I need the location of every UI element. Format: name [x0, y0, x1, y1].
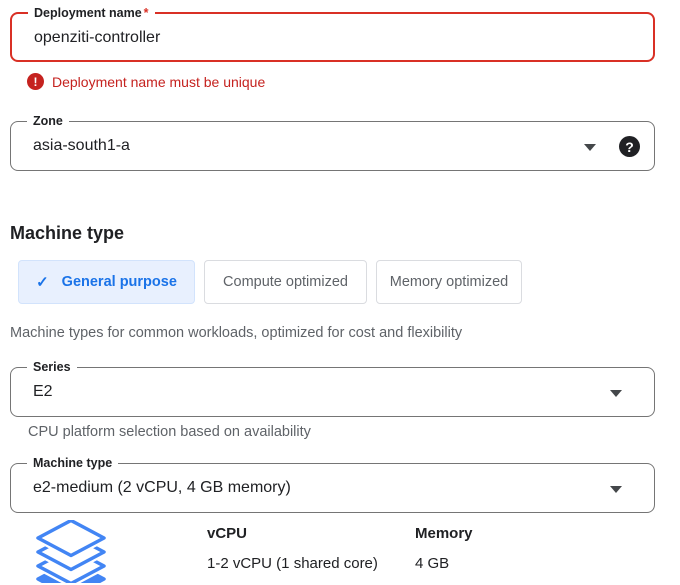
tab-label: Memory optimized [389, 274, 509, 290]
vcpu-column: vCPU 1-2 vCPU (1 shared core) [207, 520, 415, 583]
machine-type-label: Machine type [27, 455, 119, 471]
deployment-name-error: ! Deployment name must be unique [27, 73, 680, 90]
deployment-name-field[interactable]: Deployment name* [10, 5, 655, 62]
tab-compute-optimized[interactable]: Compute optimized [204, 260, 367, 304]
series-label: Series [27, 359, 77, 375]
error-icon: ! [27, 73, 44, 90]
machine-type-section-title: Machine type [10, 223, 125, 243]
tab-label: General purpose [61, 274, 177, 290]
machine-type-select[interactable]: Machine type e2-medium (2 vCPU, 4 GB mem… [10, 455, 655, 513]
required-asterisk: * [143, 6, 149, 20]
zone-value: asia-south1-a [33, 137, 130, 154]
machine-specs: vCPU 1-2 vCPU (1 shared core) Memory 4 G… [35, 520, 680, 583]
error-message-text: Deployment name must be unique [52, 73, 266, 90]
zone-label: Zone [27, 113, 69, 129]
memory-header: Memory [415, 525, 473, 542]
chevron-down-icon[interactable] [610, 486, 622, 493]
memory-column: Memory 4 GB [415, 520, 575, 583]
vcpu-value: 1-2 vCPU (1 shared core) [207, 555, 378, 572]
help-icon[interactable]: ? [619, 136, 640, 157]
deployment-name-input[interactable] [12, 14, 576, 62]
layers-icon [35, 520, 107, 583]
zone-select[interactable]: Zone asia-south1-a ? [10, 113, 655, 171]
tab-memory-optimized[interactable]: Memory optimized [376, 260, 522, 304]
series-helper-text: CPU platform selection based on availabi… [28, 424, 311, 440]
series-value: E2 [33, 383, 53, 400]
series-select[interactable]: Series E2 [10, 359, 655, 417]
chevron-down-icon[interactable] [584, 144, 596, 151]
vcpu-header: vCPU [207, 525, 248, 542]
machine-type-value: e2-medium (2 vCPU, 4 GB memory) [33, 479, 291, 496]
check-icon: ✓ [36, 274, 49, 291]
tab-label: Compute optimized [223, 274, 348, 290]
machine-family-tabs: ✓ General purpose Compute optimized Memo… [18, 260, 680, 304]
chevron-down-icon[interactable] [610, 390, 622, 397]
machine-type-description: Machine types for common workloads, opti… [10, 325, 463, 341]
tab-general-purpose[interactable]: ✓ General purpose [18, 260, 195, 304]
memory-value: 4 GB [415, 555, 450, 572]
